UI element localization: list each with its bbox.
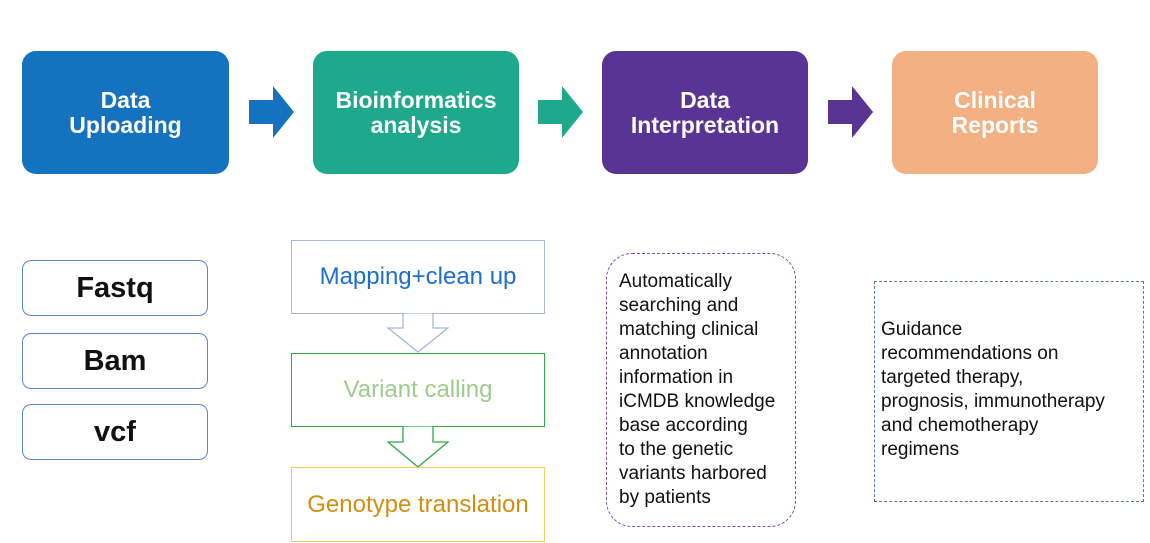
reports-line: prognosis, immunotherapy [881, 391, 1105, 412]
step-label: Variant calling [343, 376, 493, 403]
stage-bioinformatics-analysis: Bioinformatics analysis [313, 51, 519, 174]
format-label: vcf [94, 415, 136, 448]
step-label: Mapping+clean up [319, 263, 517, 290]
stage-title-line-1: Clinical [954, 86, 1036, 113]
format-box-vcf: vcf [22, 404, 208, 460]
interpretation-line: matching clinical [619, 319, 759, 340]
step-mapping-clean-up: Mapping+clean up [291, 240, 545, 314]
stage-title-line-2: analysis [370, 111, 462, 138]
interpretation-description-box: Automatically searching and matching cli… [606, 253, 796, 527]
right-arrow-icon [249, 86, 294, 138]
step-label: Genotype translation [307, 490, 529, 518]
stage-data-interpretation: Data Interpretation [602, 51, 808, 174]
format-label: Fastq [76, 271, 154, 304]
stage-title-line-2: Reports [951, 111, 1039, 138]
interpretation-line: iCMDB knowledge [619, 391, 776, 412]
interpretation-line: variants harbored [619, 463, 767, 484]
stage-title-line-2: Uploading [69, 111, 182, 138]
stage-title-line-1: Data [100, 86, 151, 113]
stage-title-line-1: Bioinformatics [335, 86, 497, 113]
right-arrow-icon [828, 86, 873, 138]
stage-data-uploading: Data Uploading [22, 51, 229, 174]
right-arrow-icon [538, 86, 583, 138]
down-arrow-icon [387, 313, 449, 353]
interpretation-line: by patients [619, 487, 711, 508]
interpretation-line: searching and [619, 295, 739, 316]
format-box-bam: Bam [22, 333, 208, 389]
stage-title-line-2: Interpretation [630, 111, 780, 138]
down-arrow-icon [387, 426, 449, 468]
format-box-fastq: Fastq [22, 260, 208, 316]
step-genotype-translation: Genotype translation [291, 467, 545, 542]
interpretation-line: Automatically [619, 271, 732, 292]
format-label: Bam [83, 344, 147, 377]
interpretation-line: to the genetic [619, 439, 734, 460]
step-variant-calling: Variant calling [291, 353, 545, 427]
reports-line: and chemotherapy [881, 415, 1039, 436]
reports-line: regimens [881, 439, 960, 460]
interpretation-line: annotation [619, 343, 708, 364]
reports-line: Guidance [881, 319, 963, 340]
stage-title-line-1: Data [680, 86, 730, 113]
interpretation-line: information in [619, 367, 734, 388]
stage-clinical-reports: Clinical Reports [892, 51, 1098, 174]
interpretation-line: base according [619, 415, 748, 436]
reports-description-box: Guidance recommendations on targeted the… [874, 281, 1144, 502]
reports-line: recommendations on [881, 343, 1059, 364]
reports-line: targeted therapy, [881, 367, 1024, 388]
